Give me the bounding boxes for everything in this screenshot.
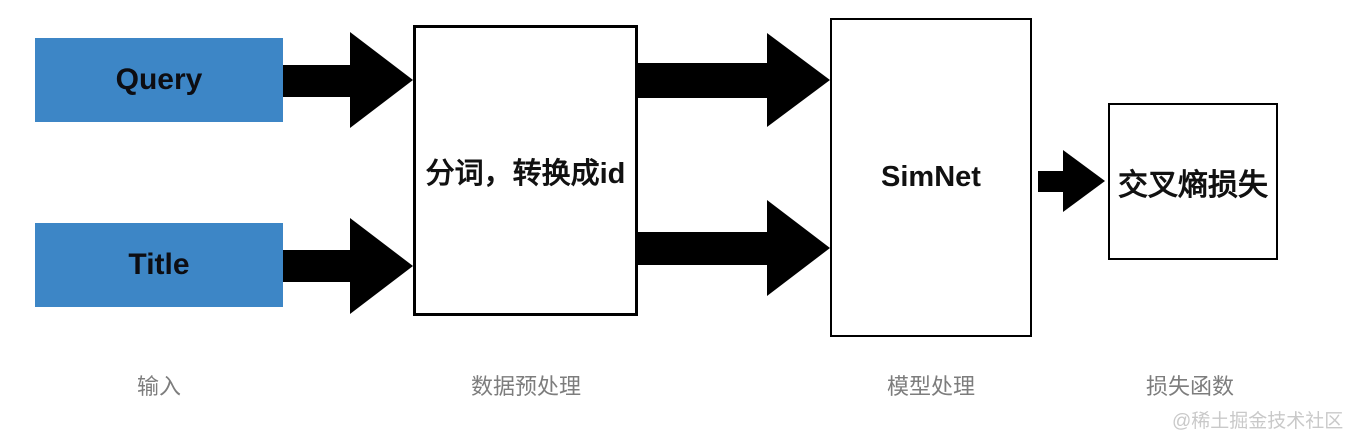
arrow-head	[1063, 150, 1105, 212]
simnet-label: SimNet	[881, 161, 981, 193]
preprocess-label: 分词，转换成id	[425, 157, 626, 190]
arrow-tail	[283, 65, 350, 97]
watermark: @稀土掘金技术社区	[1172, 411, 1344, 432]
arrow-head	[350, 218, 413, 314]
stage-label-loss: 损失函数	[1145, 374, 1235, 399]
title-label: Title	[128, 248, 190, 281]
arrow-tail	[283, 250, 350, 282]
arrow-tail	[638, 232, 767, 265]
stage-label-preprocess: 数据预处理	[470, 374, 582, 399]
arrow-head	[767, 33, 830, 127]
arrow-head	[350, 32, 413, 128]
stage-label-input: 输入	[136, 374, 182, 399]
arrow-tail	[638, 63, 767, 98]
preprocess-box: 分词，转换成id	[413, 25, 638, 316]
loss-label: 交叉熵损失	[1118, 168, 1268, 202]
arrow-tail	[1038, 171, 1063, 192]
arrow-query-to-preprocess-icon	[283, 32, 413, 128]
title-input-box: Title	[35, 223, 283, 307]
loss-box: 交叉熵损失	[1108, 103, 1278, 260]
query-label: Query	[115, 63, 203, 96]
arrow-preprocess-to-simnet-bottom-icon	[638, 200, 830, 297]
arrow-simnet-to-loss-icon	[1038, 150, 1105, 213]
query-input-box: Query	[35, 38, 283, 122]
arrow-head	[767, 200, 830, 296]
arrow-title-to-preprocess-icon	[283, 218, 413, 314]
simnet-box: SimNet	[830, 18, 1032, 337]
arrow-preprocess-to-simnet-top-icon	[638, 33, 830, 128]
stage-label-model: 模型处理	[886, 374, 976, 399]
